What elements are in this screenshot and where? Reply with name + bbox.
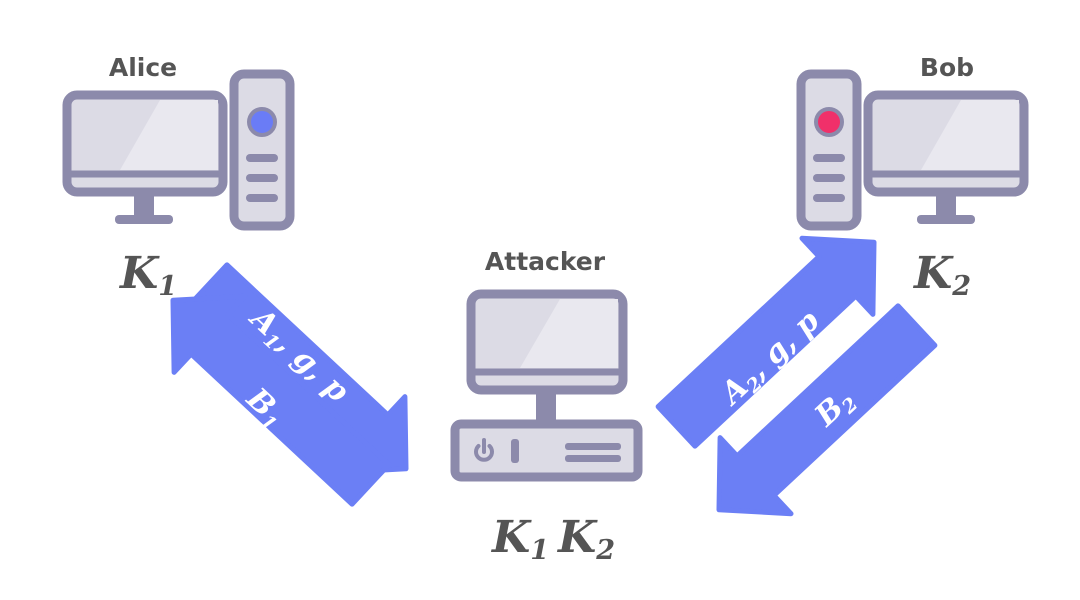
bob-name-label: Bob [920, 53, 974, 82]
alice-power-led [247, 107, 277, 137]
bob-key-label: K2 [912, 248, 971, 302]
attacker-name-label: Attacker [485, 247, 606, 276]
bob-monitor-icon [863, 90, 1029, 224]
attacker-monitor-icon [466, 289, 628, 420]
bob-power-led [814, 107, 844, 137]
attacker-node: Attacker K1 K2 [450, 247, 643, 566]
arrow-attacker-to-alice: B1 [170, 293, 392, 507]
bob-tower-icon [796, 69, 862, 231]
bob-node: Bob K2 [796, 53, 1029, 302]
alice-node: Alice K1 [62, 53, 295, 302]
attacker-key2-label: K2 [556, 512, 615, 566]
arrow-bob-to-attacker: B2 [716, 303, 938, 517]
power-icon [474, 438, 494, 462]
alice-monitor-icon [62, 90, 228, 224]
alice-key-label: K1 [118, 248, 177, 302]
alice-tower-icon [229, 69, 295, 231]
attacker-desktop-case-icon [450, 419, 643, 482]
alice-name-label: Alice [109, 53, 177, 82]
attacker-key1-label: K1 [490, 512, 549, 566]
